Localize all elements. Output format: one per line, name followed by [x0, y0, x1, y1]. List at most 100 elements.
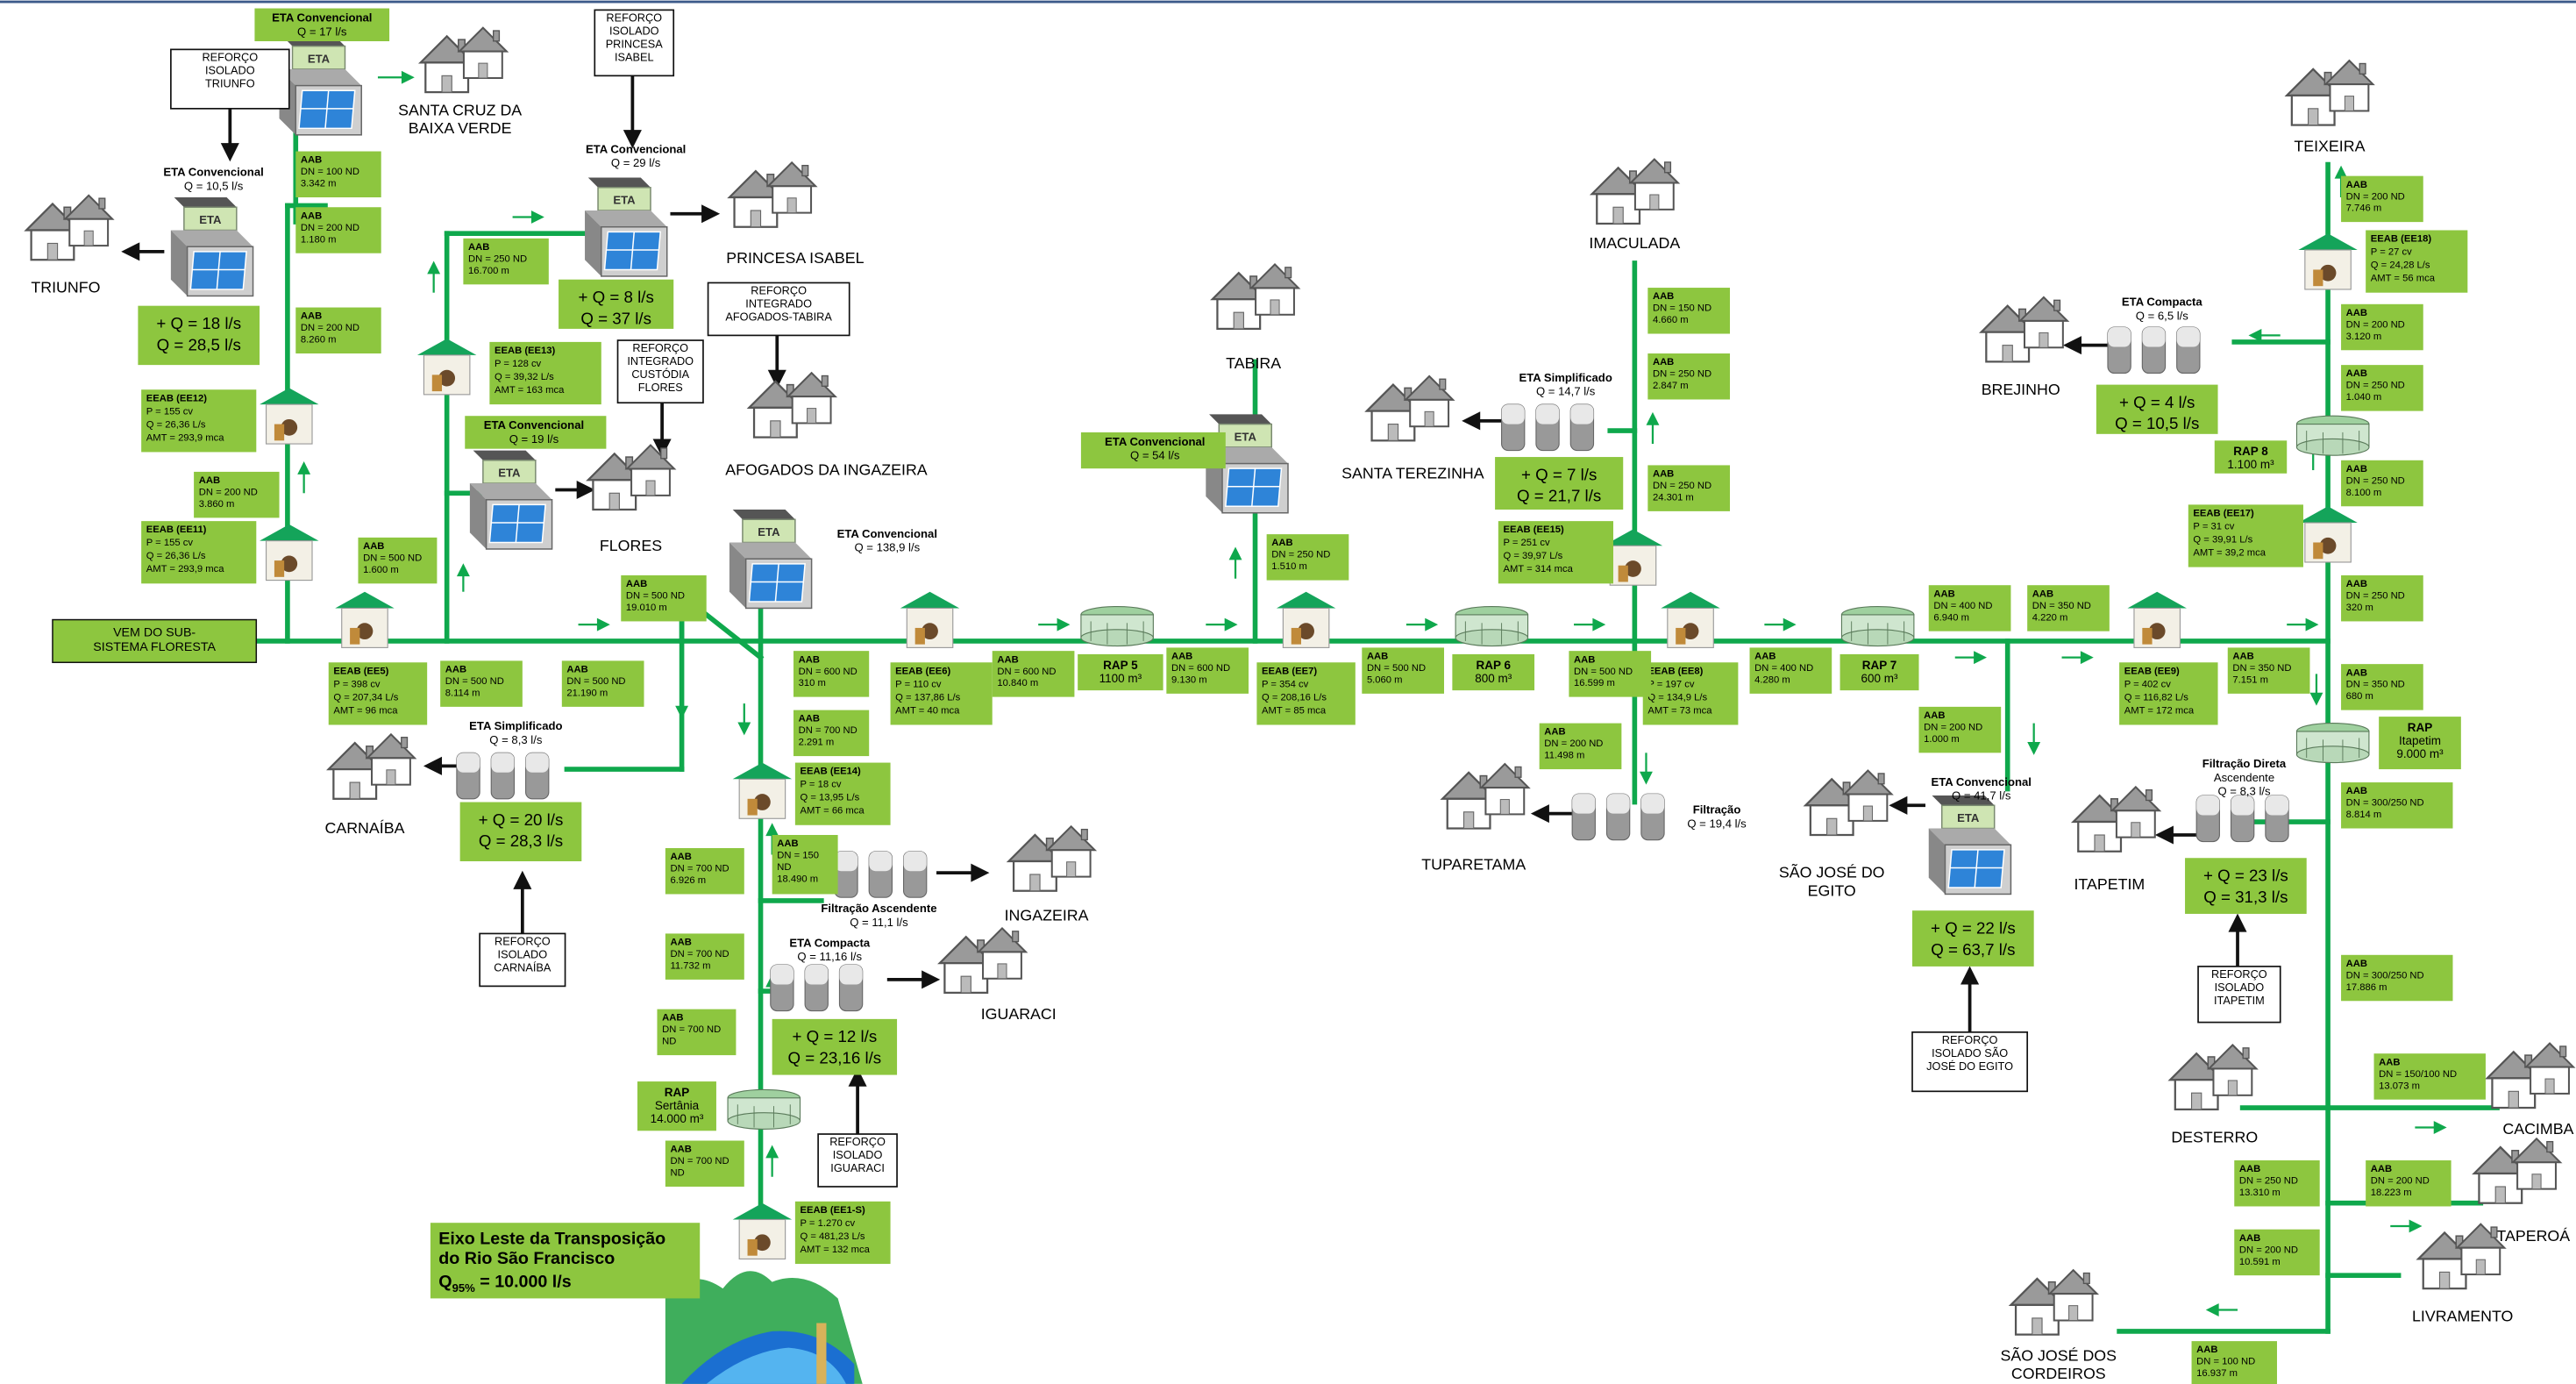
- pipe-label-text: AAB: [662, 1013, 683, 1024]
- pump-info-text: Q = 134,9 L/s: [1647, 692, 1707, 703]
- delivery-arrow: [1960, 966, 1980, 1032]
- flow-arrow: [377, 70, 415, 84]
- pipe-label-text: AAB: [2196, 1345, 2217, 1355]
- houses-icon: [26, 196, 112, 260]
- reservoir-text: 1100 m³: [1099, 672, 1142, 685]
- plant-label-text: ETA Convencional: [484, 418, 584, 432]
- plant-label-text: Q = 54 l/s: [1130, 449, 1180, 462]
- pipe-label-text: 3.120 m: [2346, 332, 2382, 342]
- pump-info-text: Q = 137,86 L/s: [895, 692, 960, 703]
- plant-label-text: Filtração: [1693, 803, 1741, 817]
- pump-info-text: EEAB (EE1-S): [801, 1205, 866, 1216]
- flow-arrow: [427, 260, 441, 293]
- delivery-arrow: [848, 1067, 867, 1135]
- flow-arrow: [1954, 651, 1987, 665]
- pipe-label-text: 18.223 m: [2371, 1188, 2412, 1198]
- pipe-label-text: AAB: [2232, 652, 2253, 662]
- houses-icon: [2487, 1044, 2573, 1108]
- houses-icon: [1442, 764, 1528, 828]
- pipe-label-text: DN = 200 ND: [1544, 738, 1603, 749]
- tanks-icon: [1571, 793, 1666, 841]
- pump-info-text: Q = 13,95 L/s: [801, 793, 860, 803]
- pipe-label-text: AAB: [799, 714, 820, 724]
- pump-station-icon: [731, 1202, 793, 1260]
- pipe-label-text: AAB: [997, 654, 1018, 665]
- reservoir-text: 14.000 m³: [651, 1112, 704, 1125]
- pipe-label-text: DN = 500 ND: [1574, 667, 1633, 677]
- pipe-label-text: AAB: [777, 838, 798, 849]
- pump-info-text: Q = 39,97 L/s: [1503, 551, 1562, 561]
- pipe-label-text: 13.073 m: [2379, 1081, 2420, 1091]
- note-text: REFORÇO: [202, 50, 258, 63]
- pipe-label-text: AAB: [363, 541, 384, 552]
- pipe-label-text: 310 m: [799, 678, 826, 688]
- pipe-label-text: DN = 700 ND: [670, 949, 729, 960]
- note-text: ISOLADO: [2215, 981, 2265, 994]
- pump-station-icon: [2126, 590, 2188, 649]
- pipe-label-text: 13.310 m: [2239, 1188, 2281, 1198]
- note-text: ISOLADO: [498, 948, 548, 961]
- delivery-arrow: [121, 242, 165, 261]
- pipe-label-text: DN = 250 ND: [2346, 475, 2405, 486]
- pipe-label-text: 2.291 m: [799, 738, 835, 748]
- axis-title-text: do Rio São Francisco: [438, 1249, 615, 1268]
- pump-info-text: AMT = 39,2 mca: [2193, 547, 2266, 558]
- houses-icon: [2074, 787, 2160, 851]
- demand-text: + Q = 12 l/s: [792, 1027, 877, 1045]
- flow-arrow: [1640, 753, 1653, 785]
- pipe-label-text: 6.926 m: [670, 875, 706, 886]
- pump-info-text: AMT = 293,9 mca: [146, 564, 225, 574]
- houses-icon: [588, 446, 674, 510]
- flow-arrow: [2061, 651, 2094, 665]
- flow-arrow: [2027, 723, 2041, 755]
- pipe-label-text: 320 m: [2346, 603, 2373, 613]
- city-name: CARNAÍBA: [324, 819, 404, 837]
- pipe-label-text: 21.190 m: [566, 688, 608, 698]
- pipe-label-text: 2.847 m: [1653, 381, 1689, 391]
- note-text: REFORÇO: [2211, 967, 2267, 981]
- plant-label-text: Q = 19,4 l/s: [1687, 817, 1747, 830]
- pipe-label-text: AAB: [670, 852, 691, 862]
- pump-info-text: P = 197 cv: [1647, 679, 1695, 689]
- reservoir-text: RAP 6: [1476, 659, 1511, 672]
- demand-text: Q = 28,5 l/s: [157, 335, 241, 353]
- pipe-label-text: DN = 600 ND: [799, 667, 857, 677]
- pipe-label-text: AAB: [1367, 652, 1388, 662]
- pump-info-text: P = 155 cv: [146, 538, 194, 548]
- pump-station-icon: [731, 761, 793, 820]
- demand-box-dem-princesa: + Q = 8 l/sQ = 37 l/s: [559, 279, 674, 329]
- plant-label-text: ETA Compacta: [2122, 296, 2202, 309]
- city-princesa-isabel: PRINCESA ISABEL: [726, 162, 865, 267]
- houses-icon: [749, 373, 835, 437]
- demand-box-dem-sta-terezinha: + Q = 7 l/sQ = 21,7 l/s: [1495, 457, 1624, 510]
- plant-label-text: Ascendente: [2214, 771, 2274, 784]
- city-tuparetama: TUPARETAMA: [1421, 764, 1528, 873]
- demand-text: + Q = 4 l/s: [2119, 393, 2195, 411]
- city-name: EGITO: [1808, 881, 1856, 899]
- pipe-label-text: DN = 500 ND: [1367, 663, 1426, 674]
- city-tabira: TABIRA: [1213, 264, 1299, 372]
- tanks-icon: [1500, 403, 1595, 452]
- note-text: ISABEL: [615, 50, 654, 63]
- pipe-label-text: AAB: [2346, 308, 2367, 318]
- note-text: CARNAÍBA: [494, 961, 551, 974]
- pump-info-text: P = 18 cv: [801, 780, 842, 790]
- demand-box-dem-iguaraci: + Q = 12 l/sQ = 23,16 l/s: [772, 1018, 898, 1075]
